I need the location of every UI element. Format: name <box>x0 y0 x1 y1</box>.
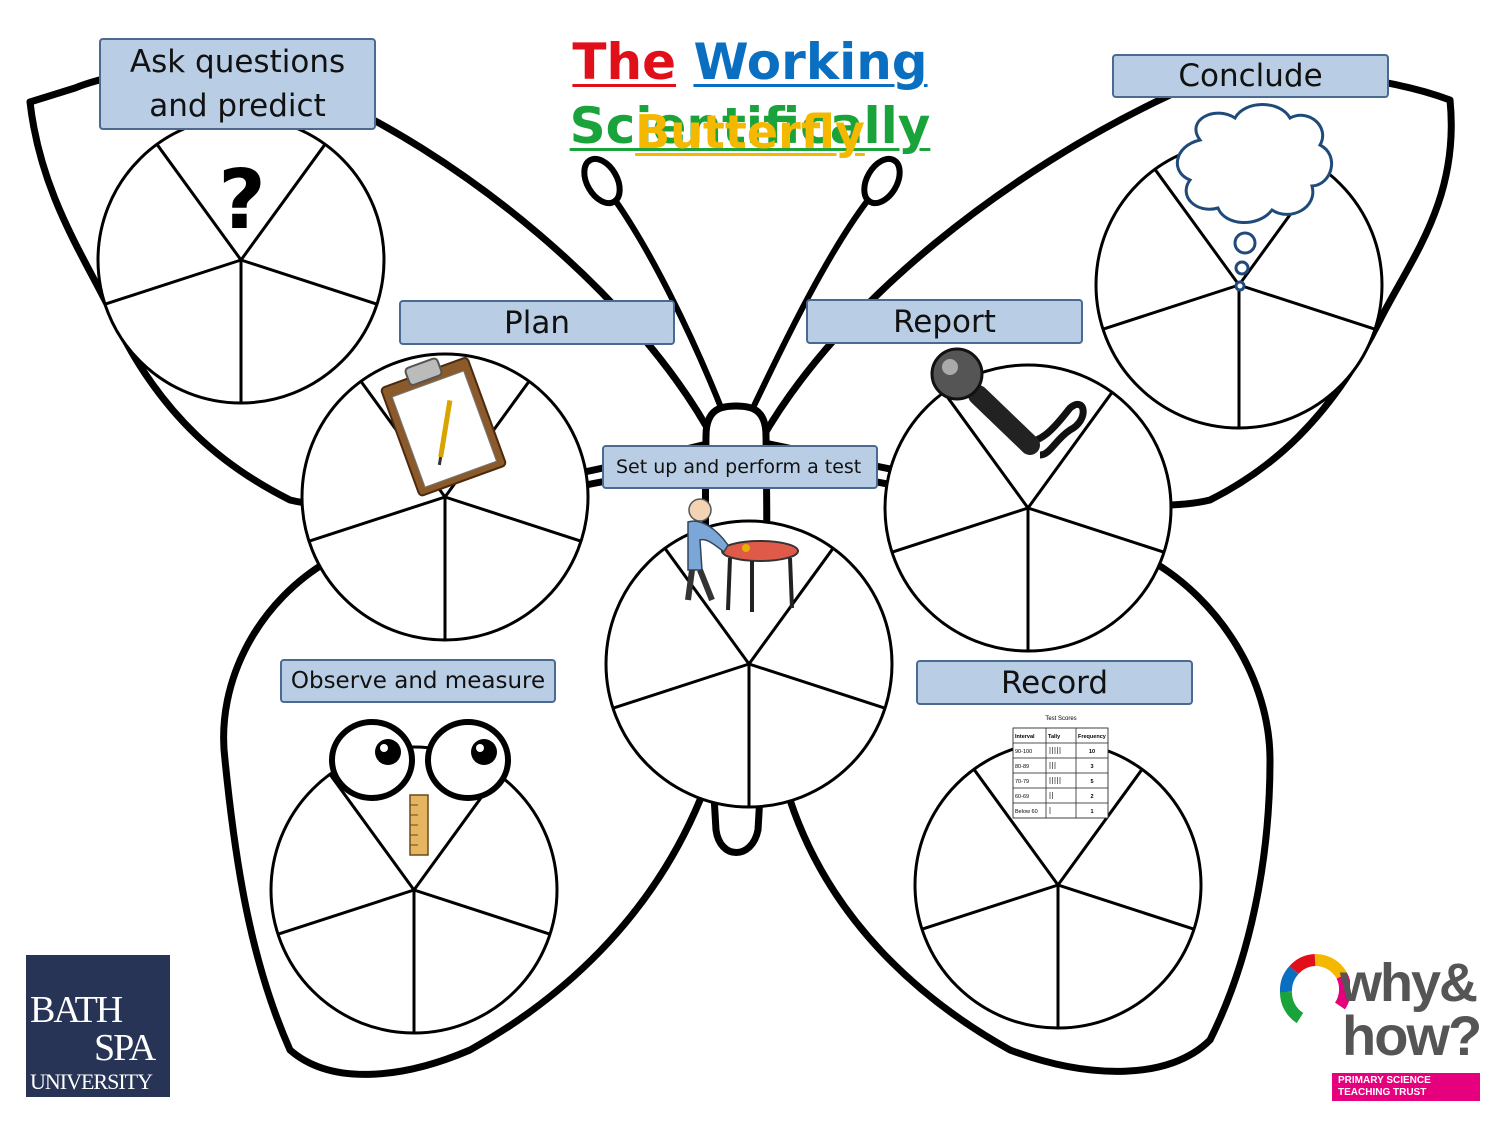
record-table-text: 10 <box>1089 749 1095 755</box>
pie-record-segment-line <box>921 883 1059 931</box>
label-conclude: Conclude <box>1112 54 1389 98</box>
label-record-text: Record <box>1000 664 1109 701</box>
pstt-tagline-2: TEACHING TRUST <box>1338 1087 1427 1098</box>
pie-ask-segment-line <box>239 143 327 261</box>
pstt-how: how? <box>1342 1004 1482 1067</box>
bsu-line1: BATH <box>30 989 123 1031</box>
eyes-and-ruler-icon <box>329 719 511 856</box>
label-report-text: Report <box>893 303 996 340</box>
label-ask-line2: and predict <box>149 88 326 124</box>
label-record: Record <box>916 660 1193 705</box>
record-table-text: 90-100 <box>1015 749 1032 755</box>
pie-report-segment-line <box>1027 506 1165 554</box>
pie-conclude-segment-line <box>1238 283 1376 331</box>
pie-observe-segment-line <box>413 888 551 936</box>
bath-spa-university-logo: BATH SPA UNIVERSITY <box>26 955 170 1097</box>
pie-observe-segment-line <box>328 773 416 891</box>
label-observe-text: Observe and measure <box>290 668 546 694</box>
record-table-text: 1 <box>1090 809 1093 815</box>
color-ring-icon <box>1280 954 1350 1024</box>
pie-test-segment-line <box>748 662 886 710</box>
pstt-why: why& <box>1340 953 1478 1013</box>
pie-ask-segment-line <box>104 258 242 306</box>
pie-record-segment-line <box>1057 883 1195 931</box>
label-observe: Observe and measure <box>280 659 556 703</box>
label-plan: Plan <box>399 300 675 345</box>
person-at-table-icon <box>685 498 799 612</box>
title-butterfly: Butterfly <box>635 105 865 159</box>
pie-observe-segment-line <box>277 888 415 936</box>
record-table-text: Below 60 <box>1015 809 1038 815</box>
pie-record <box>913 740 1203 1030</box>
record-table-text: 80-89 <box>1015 764 1029 770</box>
record-table-cell <box>1075 802 1109 819</box>
label-plan-text: Plan <box>504 304 570 341</box>
label-ask-line1: Ask questions <box>129 44 346 80</box>
title-line-1: The Working Scientifically <box>430 30 1070 158</box>
pie-ask-segment-line <box>240 258 378 306</box>
bsu-line2: SPA <box>94 1027 156 1069</box>
record-table-text: Tally <box>1048 734 1061 740</box>
record-table-text: 3 <box>1090 764 1093 770</box>
title-line-2: Butterfly <box>430 102 1070 162</box>
antennae <box>581 155 903 412</box>
bsu-line3: UNIVERSITY <box>30 1069 153 1094</box>
pie-test-segment-line <box>663 547 751 665</box>
clipboard-icon <box>380 357 507 497</box>
microphone-icon <box>930 347 1087 459</box>
pie-report-segment-line <box>891 506 1029 554</box>
record-table-text: Interval <box>1015 734 1035 740</box>
pie-record-segment-line <box>972 768 1060 886</box>
pie-test-segment-line <box>612 662 750 710</box>
pie-conclude-segment-line <box>1153 168 1241 286</box>
pie-plan-segment-line <box>308 495 446 543</box>
pstt-tagline-1: PRIMARY SCIENCE <box>1338 1075 1431 1086</box>
record-table-title: Test Scores <box>1045 716 1076 722</box>
pie-plan-segment-line <box>444 495 582 543</box>
title-working: Working <box>693 33 928 91</box>
record-table-text: Frequency <box>1078 734 1107 740</box>
thought-bubble-icon <box>1175 103 1333 292</box>
question-mark-icon: ? <box>218 153 266 248</box>
record-table-text: 60-69 <box>1015 794 1029 800</box>
label-report: Report <box>806 299 1083 344</box>
pie-report-segment-line <box>942 391 1030 509</box>
title-scientifically: Scientifically <box>569 97 931 155</box>
label-conclude-text: Conclude <box>1178 58 1323 94</box>
pie-record-segment-line <box>1056 768 1144 886</box>
label-test: Set up and perform a test <box>602 445 878 489</box>
label-ask-questions: Ask questions and predict <box>99 38 376 130</box>
pie-observe <box>269 745 559 1035</box>
record-table-text: 5 <box>1090 779 1093 785</box>
label-test-text: Set up and perform a test <box>616 456 862 478</box>
pie-ask <box>96 115 386 405</box>
pstt-tagline: PRIMARY SCIENCE TEACHING TRUST <box>1332 1073 1480 1101</box>
title-the: The <box>572 33 677 91</box>
record-table-text: 2 <box>1090 794 1093 800</box>
pie-report <box>883 363 1173 653</box>
pie-test <box>604 519 894 809</box>
pstt-logo: why& how? PRIMARY SCIENCE TEACHING TRUST <box>1280 950 1485 1105</box>
pie-conclude-segment-line <box>1102 283 1240 331</box>
pie-report-segment-line <box>1026 391 1114 509</box>
record-table-text: 70-79 <box>1015 779 1029 785</box>
pie-ask-segment-line <box>155 143 243 261</box>
